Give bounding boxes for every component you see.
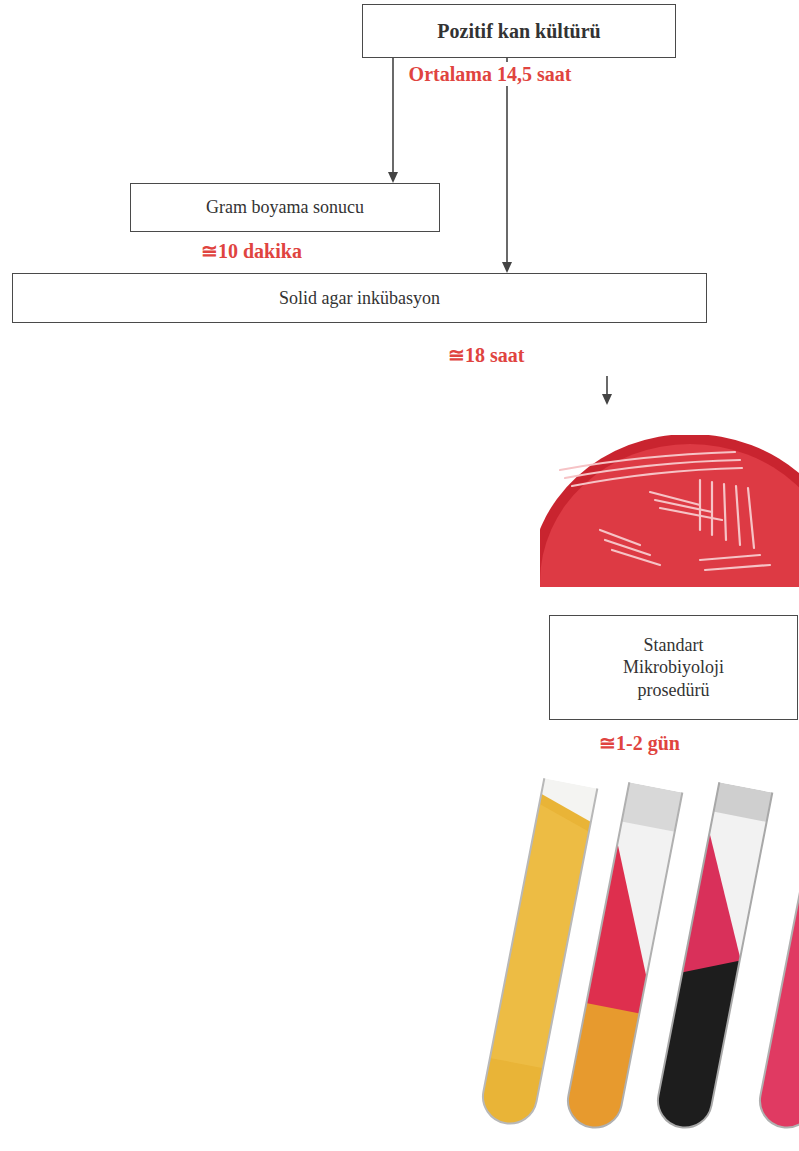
test-tube bbox=[751, 777, 799, 1142]
time-label: ≅10 dakika bbox=[198, 239, 305, 263]
arrow-head bbox=[388, 172, 398, 183]
time-label: ≅18 saat bbox=[445, 343, 527, 367]
time-label: Ortalama 14,5 saat bbox=[406, 62, 575, 86]
time-label: ≅1-2 gün bbox=[596, 731, 683, 755]
box-text: Pozitif kan kültürü bbox=[437, 19, 600, 44]
flow-arrow bbox=[388, 58, 398, 183]
process-box: Gram boyama sonucu bbox=[130, 183, 440, 232]
test-tube bbox=[649, 777, 777, 1142]
process-box: Standart Mikrobiyoloji prosedürü bbox=[549, 615, 798, 720]
box-text: Gram boyama sonucu bbox=[206, 196, 364, 219]
agar-plate bbox=[540, 435, 799, 587]
connector-line bbox=[506, 58, 508, 263]
flow-arrow bbox=[602, 376, 612, 405]
flow-arrow bbox=[502, 58, 512, 273]
connector-line bbox=[392, 58, 394, 173]
process-box: Solid agar inkübasyon bbox=[12, 273, 707, 323]
start-box: Pozitif kan kültürü bbox=[362, 4, 676, 58]
box-text: Solid agar inkübasyon bbox=[279, 287, 440, 310]
arrow-head bbox=[502, 262, 512, 273]
box-text: Standart Mikrobiyoloji prosedürü bbox=[604, 634, 744, 702]
